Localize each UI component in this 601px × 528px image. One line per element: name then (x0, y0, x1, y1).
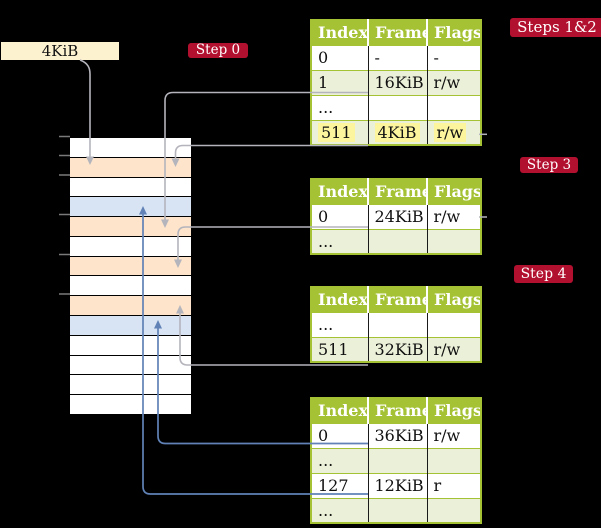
cell: ... (311, 311, 369, 337)
cell (368, 311, 428, 337)
column-header-frame: Frame (368, 287, 428, 312)
cell: r/w (427, 119, 481, 145)
cell: ... (311, 228, 369, 254)
cell (427, 497, 481, 523)
memory-row-10 (70, 316, 191, 336)
table-row: ... (311, 228, 481, 254)
column-header-frame: Frame (368, 398, 428, 423)
memory-row-3 (70, 177, 191, 198)
column-header-flags: Flags (427, 179, 481, 204)
cell (427, 447, 481, 473)
cell: 511 (311, 119, 369, 145)
table-row: 511 4KiB r/w (311, 119, 481, 145)
column-header-frame: Frame (368, 179, 428, 204)
cell (427, 94, 481, 120)
cell: r/w (427, 69, 481, 95)
column-header-frame: Frame (368, 20, 428, 45)
column-header-index: Index (311, 179, 369, 204)
arrow-table0-row511-to-frame-4kib (171, 144, 368, 167)
memory-row-5 (70, 217, 191, 237)
highlighted-value: 4KiB (374, 122, 420, 142)
table-row: ... (311, 94, 481, 120)
memory-row-11 (70, 335, 191, 356)
memory-tick-marks (59, 135, 70, 295)
highlighted-value: r/w (433, 122, 467, 142)
cell: 511 (311, 336, 369, 362)
memory-row-13 (70, 375, 191, 396)
cell (368, 497, 428, 523)
cell (427, 311, 481, 337)
cell: 16KiB (368, 69, 428, 95)
cell: 36KiB (368, 422, 428, 448)
cell: - (427, 44, 481, 70)
memory-row-6 (70, 236, 191, 257)
cell: 4KiB (368, 119, 428, 145)
memory-row-4 (70, 197, 191, 218)
cell: r/w (427, 203, 481, 229)
column-header-index: Index (311, 20, 369, 45)
cell: 1 (311, 69, 369, 95)
cell (368, 447, 428, 473)
badge-step-4: Step 4 (514, 265, 573, 283)
memory-row-7 (70, 256, 191, 277)
memory-row-2 (70, 157, 191, 178)
table-row: ... (311, 497, 481, 523)
column-header-flags: Flags (427, 287, 481, 312)
cell: 0 (311, 422, 369, 448)
cell: 12KiB (368, 472, 428, 498)
cell (427, 228, 481, 254)
page-size-box: 4KiB (1, 42, 119, 60)
column-header-flags: Flags (427, 20, 481, 45)
column-header-flags: Flags (427, 398, 481, 423)
cell: r/w (427, 422, 481, 448)
cell: r/w (427, 336, 481, 362)
memory-row-9 (70, 296, 191, 317)
memory-row-12 (70, 355, 191, 376)
cell: ... (311, 497, 369, 523)
cell: r (427, 472, 481, 498)
cell: 0 (311, 203, 369, 229)
cell: 32KiB (368, 336, 428, 362)
column-header-index: Index (311, 287, 369, 312)
cell: 127 (311, 472, 369, 498)
cell (368, 94, 428, 120)
table-row: 0-- (311, 44, 481, 70)
memory-row-14 (70, 395, 191, 415)
cell: 0 (311, 44, 369, 70)
badge-step-0: Step 0 (188, 43, 248, 58)
badge-step-3: Step 3 (520, 157, 578, 173)
cell: ... (311, 94, 369, 120)
highlighted-value: 511 (318, 122, 355, 142)
column-header-index: Index (311, 398, 369, 423)
table-row: ... (311, 311, 481, 337)
memory-row-8 (70, 276, 191, 297)
cell (368, 228, 428, 254)
physical-memory-column (70, 137, 191, 415)
table-row: ... (311, 447, 481, 473)
cell: 24KiB (368, 203, 428, 229)
badge-steps-1-2: Steps 1&2 (510, 18, 601, 37)
memory-row-1 (70, 138, 191, 158)
cell: - (368, 44, 428, 70)
cell: ... (311, 447, 369, 473)
